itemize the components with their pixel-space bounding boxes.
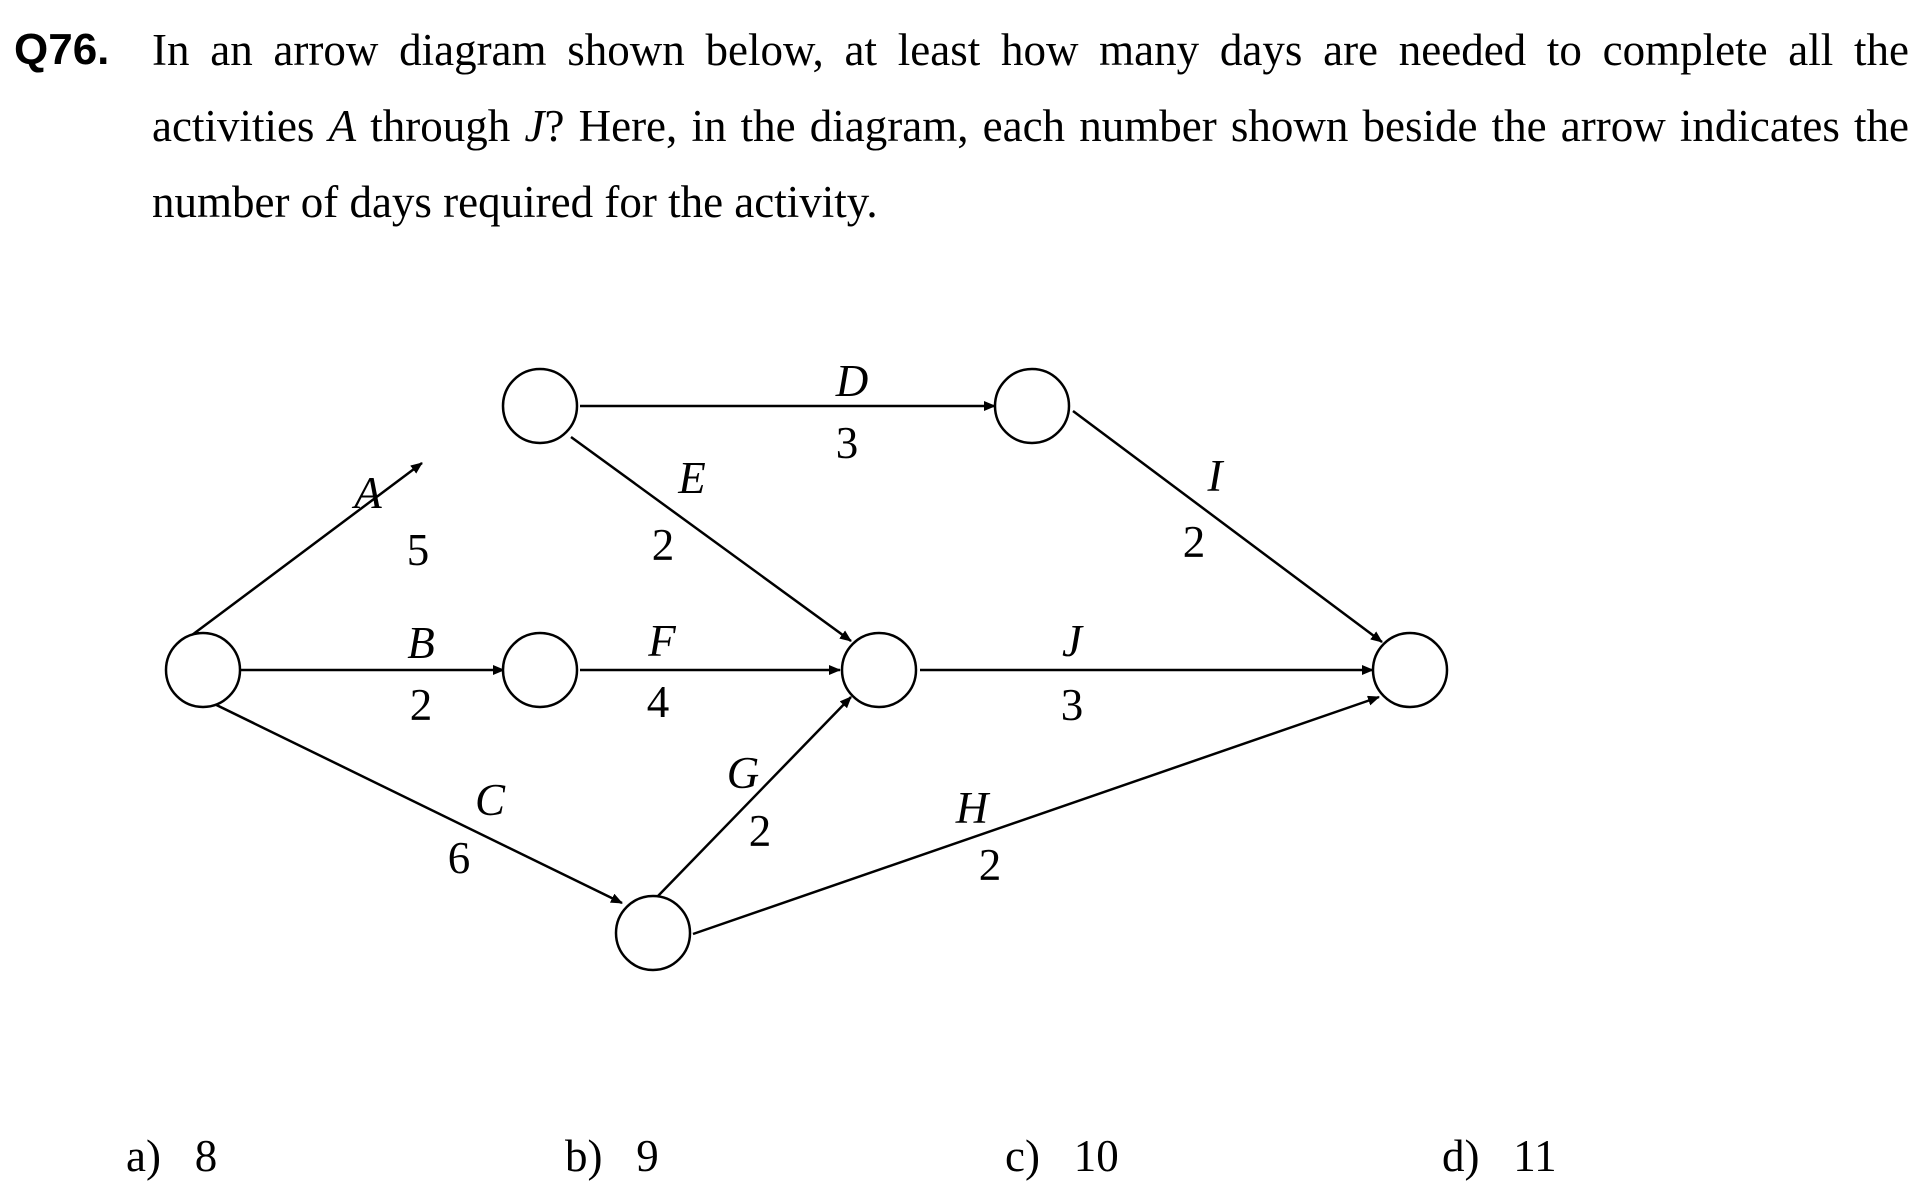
choice-c-label: c) <box>1005 1131 1040 1181</box>
question-text-part-3: ? Here, in the diagram, each number show… <box>152 101 1910 227</box>
duration-f: 4 <box>647 677 670 727</box>
activity-label-b: B <box>407 618 435 668</box>
node-start <box>164 631 242 709</box>
question-text: In an arrow diagram shown below, at leas… <box>152 12 1909 240</box>
duration-i: 2 <box>1183 517 1206 567</box>
duration-c: 6 <box>448 833 471 883</box>
edge-e <box>570 435 852 643</box>
activity-label-e: E <box>677 453 706 503</box>
activity-label-g: G <box>727 748 760 798</box>
duration-b: 2 <box>410 680 433 730</box>
choice-b-value: 9 <box>636 1131 659 1181</box>
activity-var-j: J <box>524 101 545 151</box>
question-text-part-2: through <box>356 101 525 151</box>
node-center <box>840 631 918 709</box>
choice-d-value: 11 <box>1513 1131 1557 1181</box>
node-middle-left <box>501 631 579 709</box>
edge-a <box>187 461 423 640</box>
choice-c-value: 10 <box>1073 1131 1119 1181</box>
edge-g <box>657 696 852 897</box>
node-top-right <box>993 367 1071 445</box>
edge-i <box>1072 409 1383 644</box>
choice-b-label: b) <box>565 1131 603 1181</box>
question-block: Q76. In an arrow diagram shown below, at… <box>14 12 1909 240</box>
activity-label-f: F <box>647 616 676 666</box>
node-end <box>1371 631 1449 709</box>
activity-label-j: J <box>1062 616 1084 666</box>
choice-a-label: a) <box>126 1131 161 1181</box>
duration-j: 3 <box>1061 680 1084 730</box>
choice-a-value: 8 <box>194 1131 218 1181</box>
duration-d: 3 <box>836 418 859 468</box>
activity-label-i: I <box>1207 451 1225 501</box>
duration-a: 5 <box>407 525 430 575</box>
node-top-left <box>501 367 579 445</box>
question-text-part-1: In an arrow diagram shown below, at leas… <box>152 25 1909 151</box>
duration-h: 2 <box>979 840 1002 890</box>
edge-c <box>197 694 623 905</box>
choice-b[interactable]: b) 9 <box>565 1130 659 1182</box>
choice-c[interactable]: c) 10 <box>1005 1130 1119 1182</box>
node-bottom <box>614 894 692 972</box>
question-number: Q76. <box>14 25 110 74</box>
activity-label-c: C <box>475 775 506 825</box>
activity-label-a: A <box>351 468 382 518</box>
activity-label-d: D <box>835 356 869 406</box>
duration-e: 2 <box>652 520 675 570</box>
choice-d[interactable]: d) 11 <box>1442 1130 1557 1182</box>
choice-a[interactable]: a) 8 <box>126 1130 217 1182</box>
edge-h <box>692 695 1380 936</box>
choice-d-label: d) <box>1442 1131 1480 1181</box>
activity-label-h: H <box>955 783 991 833</box>
duration-g: 2 <box>749 806 772 856</box>
activity-var-a: A <box>328 101 357 151</box>
